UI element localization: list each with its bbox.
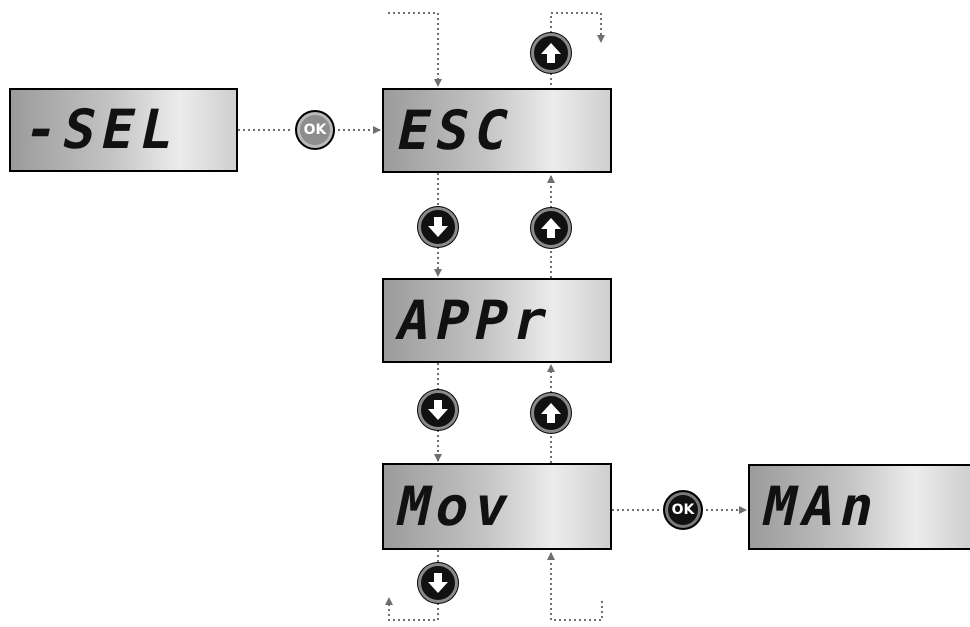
line-mov-down-out-2 xyxy=(385,597,439,621)
ok-button[interactable]: OK xyxy=(295,110,335,150)
arrow-down-icon[interactable] xyxy=(418,390,458,430)
ok-button-label: OK xyxy=(671,502,695,518)
display-appr: APPr xyxy=(382,278,612,363)
display-mov-text: Mov xyxy=(391,474,521,538)
ok-button[interactable]: OK xyxy=(663,490,703,530)
line-bottom-loop-in xyxy=(547,552,603,621)
display-esc: ESC xyxy=(382,88,612,173)
display-man: MAn xyxy=(748,464,970,550)
display-sel: -SEL xyxy=(9,88,238,172)
arrow-up-icon[interactable] xyxy=(531,33,571,73)
line-esc-up-out-top xyxy=(550,12,605,43)
arrow-down-icon[interactable] xyxy=(418,207,458,247)
arrow-down-icon[interactable] xyxy=(418,563,458,603)
display-esc-text: ESC xyxy=(391,98,521,162)
arrow-up-icon[interactable] xyxy=(531,393,571,433)
arrow-up-icon[interactable] xyxy=(531,208,571,248)
ok-button-label: OK xyxy=(303,122,327,138)
display-appr-text: APPr xyxy=(391,288,559,352)
display-man-text: MAn xyxy=(757,475,887,538)
display-mov: Mov xyxy=(382,463,612,550)
display-sel-text: -SEL xyxy=(18,98,186,161)
line-top-loop-in xyxy=(388,12,442,87)
